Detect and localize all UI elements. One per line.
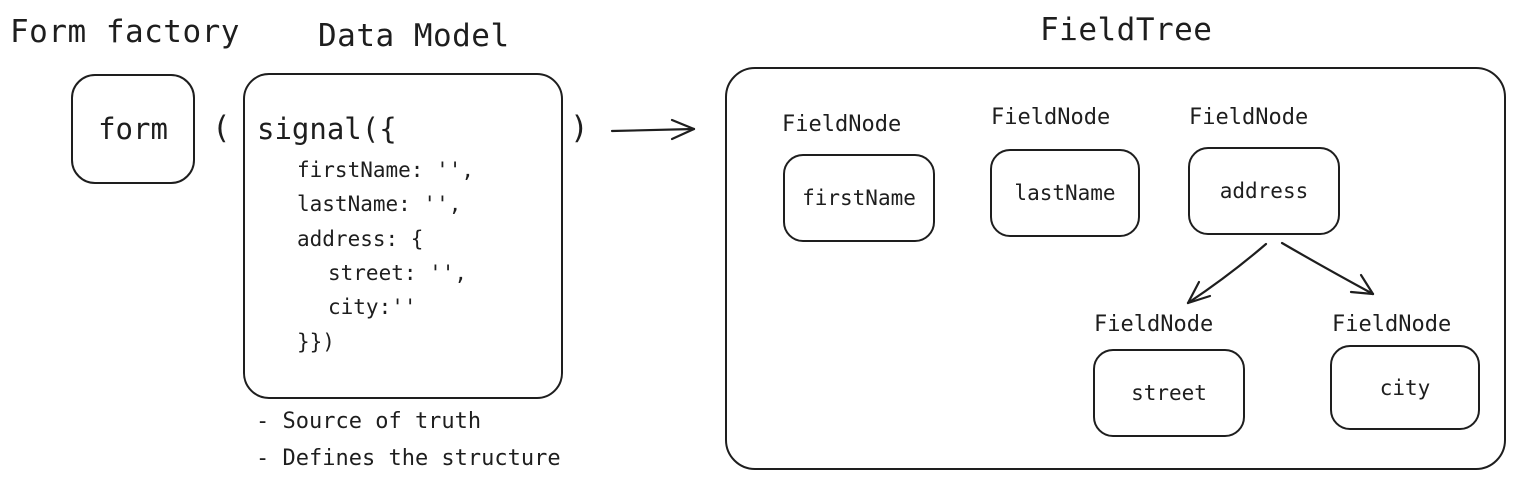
fieldnode-firstname-box: firstName [783,154,935,242]
note-source-of-truth: - Source of truth [256,409,482,434]
form-function-name: form [98,112,168,146]
data-model-heading: Data Model [318,18,510,54]
code-line-city: city:'' [328,295,417,319]
fieldnode-street-box: street [1093,349,1245,437]
fieldnode-lastname-text: lastName [1014,181,1116,205]
note-defines-structure: - Defines the structure [256,446,561,471]
open-paren: ( [212,110,231,146]
fieldnode-city-text: city [1379,375,1431,400]
field-tree-container [725,67,1506,470]
close-paren: ) [570,110,589,146]
fieldnode-label-firstname: FieldNode [782,112,902,137]
fieldnode-address-text: address [1219,179,1309,203]
fieldnode-firstname-text: firstName [802,186,916,210]
form-factory-heading: Form factory [10,14,240,50]
fieldnode-label-city: FieldNode [1332,312,1452,337]
arrow-address-to-street [1186,242,1268,305]
fieldnode-address-box: address [1188,147,1340,235]
fieldnode-label-lastname: FieldNode [991,105,1111,130]
form-factory-box: form [71,74,195,184]
code-line-address: address: { [297,227,424,251]
fieldnode-label-street: FieldNode [1094,312,1214,337]
data-model-box [243,73,563,399]
code-line-street: street: '', [328,261,468,285]
code-line-firstname: firstName: '', [297,158,475,182]
fieldnode-street-text: street [1131,381,1207,405]
code-line-lastname: lastName: '', [297,192,462,216]
field-tree-heading: FieldTree [1040,12,1213,48]
arrow-to-field-tree [610,118,696,141]
fieldnode-lastname-box: lastName [990,149,1140,237]
code-line-closing: }}) [297,330,335,354]
code-line-signal: signal({ [257,112,397,146]
arrow-address-to-city [1280,241,1375,296]
fieldnode-label-address: FieldNode [1189,105,1309,130]
fieldnode-city-box: city [1330,345,1480,430]
